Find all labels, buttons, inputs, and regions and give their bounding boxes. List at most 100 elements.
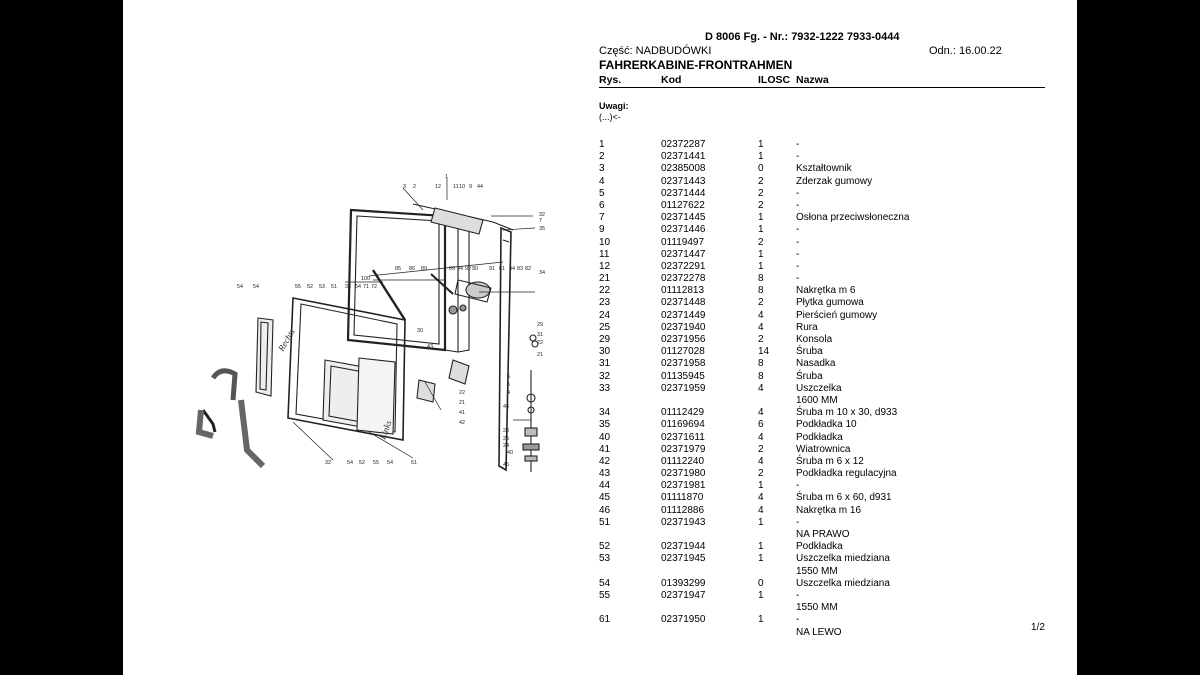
svg-text:34: 34: [539, 270, 545, 276]
cell-nazwa: -: [796, 224, 800, 236]
cell-rys: 53: [599, 553, 611, 565]
svg-text:54: 54: [347, 460, 353, 466]
cell-rys: 9: [599, 224, 605, 236]
cell-ilosc: 2: [758, 297, 764, 309]
cell-nazwa: -: [796, 260, 800, 272]
svg-text:5: 5: [507, 382, 510, 388]
cell-ilosc: 1: [758, 212, 764, 224]
cell-nazwa: Podkładka: [796, 431, 843, 443]
svg-text:31: 31: [537, 332, 543, 338]
svg-text:46: 46: [503, 404, 509, 410]
svg-text:61: 61: [411, 460, 417, 466]
svg-text:11: 11: [453, 184, 459, 190]
cell-nazwa: Płytka gumowa: [796, 297, 864, 309]
cell-rys: 33: [599, 382, 611, 394]
notes-text: (...)<-: [599, 112, 621, 122]
cell-nazwa: -: [796, 236, 800, 248]
cell-nazwa: Pierścień gumowy: [796, 309, 878, 321]
cell-ilosc: 4: [758, 492, 764, 504]
cell-kod: 01135945: [661, 370, 705, 382]
cell-kod: 02371944: [661, 541, 706, 553]
cell-nazwa: Śruba m 6 x 60, d931: [796, 492, 892, 504]
svg-text:10: 10: [459, 184, 465, 190]
svg-text:29: 29: [537, 322, 543, 328]
table-row: 1600 MM: [599, 395, 1019, 407]
cell-ilosc: 1: [758, 541, 764, 553]
cell-kod: 02371443: [661, 175, 706, 187]
cell-nazwa: Osłona przeciwsłoneczna: [796, 212, 910, 224]
page-number: 1/2: [1031, 622, 1045, 633]
svg-text:54: 54: [253, 284, 259, 290]
cell-kod: 02371444: [661, 187, 706, 199]
cell-nazwa: -: [796, 187, 800, 199]
cell-ilosc: 1: [758, 260, 764, 272]
svg-text:94: 94: [457, 266, 463, 272]
cell-nazwa: -: [796, 248, 800, 260]
cell-rys: 1: [599, 139, 605, 150]
cell-nazwa: Uszczelka miedziana: [796, 553, 890, 565]
col-header-kod: Kod: [661, 74, 682, 86]
cell-kod: 02371445: [661, 212, 706, 224]
cell-rys: 35: [599, 419, 611, 431]
cell-rys: 6: [599, 199, 605, 211]
cell-kod: 01127622: [661, 199, 705, 211]
svg-text:2: 2: [413, 184, 416, 190]
cell-kod: 01127028: [661, 346, 705, 358]
svg-text:21: 21: [459, 400, 465, 406]
cell-kod: 02371940: [661, 321, 706, 333]
cell-kod: 02371611: [661, 431, 705, 443]
cell-nazwa: 1550 MM: [796, 565, 838, 577]
cell-rys: 52: [599, 541, 611, 553]
cell-kod: 02371945: [661, 553, 706, 565]
cell-kod: 02385008: [661, 163, 706, 175]
cell-rys: 34: [599, 407, 611, 419]
cell-nazwa: -: [796, 614, 800, 626]
table-header: Rys. Kod ILOSC Nazwa: [599, 74, 1045, 88]
cell-rys: 2: [599, 151, 605, 163]
cell-nazwa: 1550 MM: [796, 602, 838, 614]
svg-text:54: 54: [237, 284, 243, 290]
svg-text:83: 83: [517, 266, 523, 272]
svg-text:90: 90: [472, 266, 478, 272]
cell-ilosc: 4: [758, 407, 764, 419]
cell-nazwa: Śruba m 10 x 30, d933: [796, 407, 898, 419]
cell-ilosc: 2: [758, 468, 764, 480]
svg-text:43: 43: [427, 344, 433, 350]
cell-nazwa: Nakrętka m 6: [796, 285, 856, 297]
cell-ilosc: 4: [758, 382, 764, 394]
svg-text:91: 91: [489, 266, 495, 272]
svg-text:55: 55: [373, 460, 379, 466]
cell-rys: 51: [599, 516, 611, 528]
cell-nazwa: Śruba m 6 x 12: [796, 455, 864, 467]
section-title: FAHRERKABINE-FRONTRAHMEN: [599, 58, 793, 72]
cell-nazwa: Uszczelka miedziana: [796, 577, 890, 589]
cell-nazwa: -: [796, 273, 800, 285]
cell-ilosc: 4: [758, 431, 764, 443]
cell-rys: 32: [599, 370, 611, 382]
part-name: Część: NADBUDÓWKI: [599, 45, 712, 57]
cell-nazwa: 1600 MM: [796, 394, 838, 406]
cell-nazwa: -: [796, 589, 800, 601]
cell-kod: 02371943: [661, 516, 706, 528]
cell-kod: 02372278: [661, 273, 706, 285]
cell-kod: 02371959: [661, 382, 706, 394]
cell-kod: 02371981: [661, 480, 706, 492]
cell-rys: 54: [599, 577, 611, 589]
cell-kod: 01111870: [661, 492, 704, 504]
